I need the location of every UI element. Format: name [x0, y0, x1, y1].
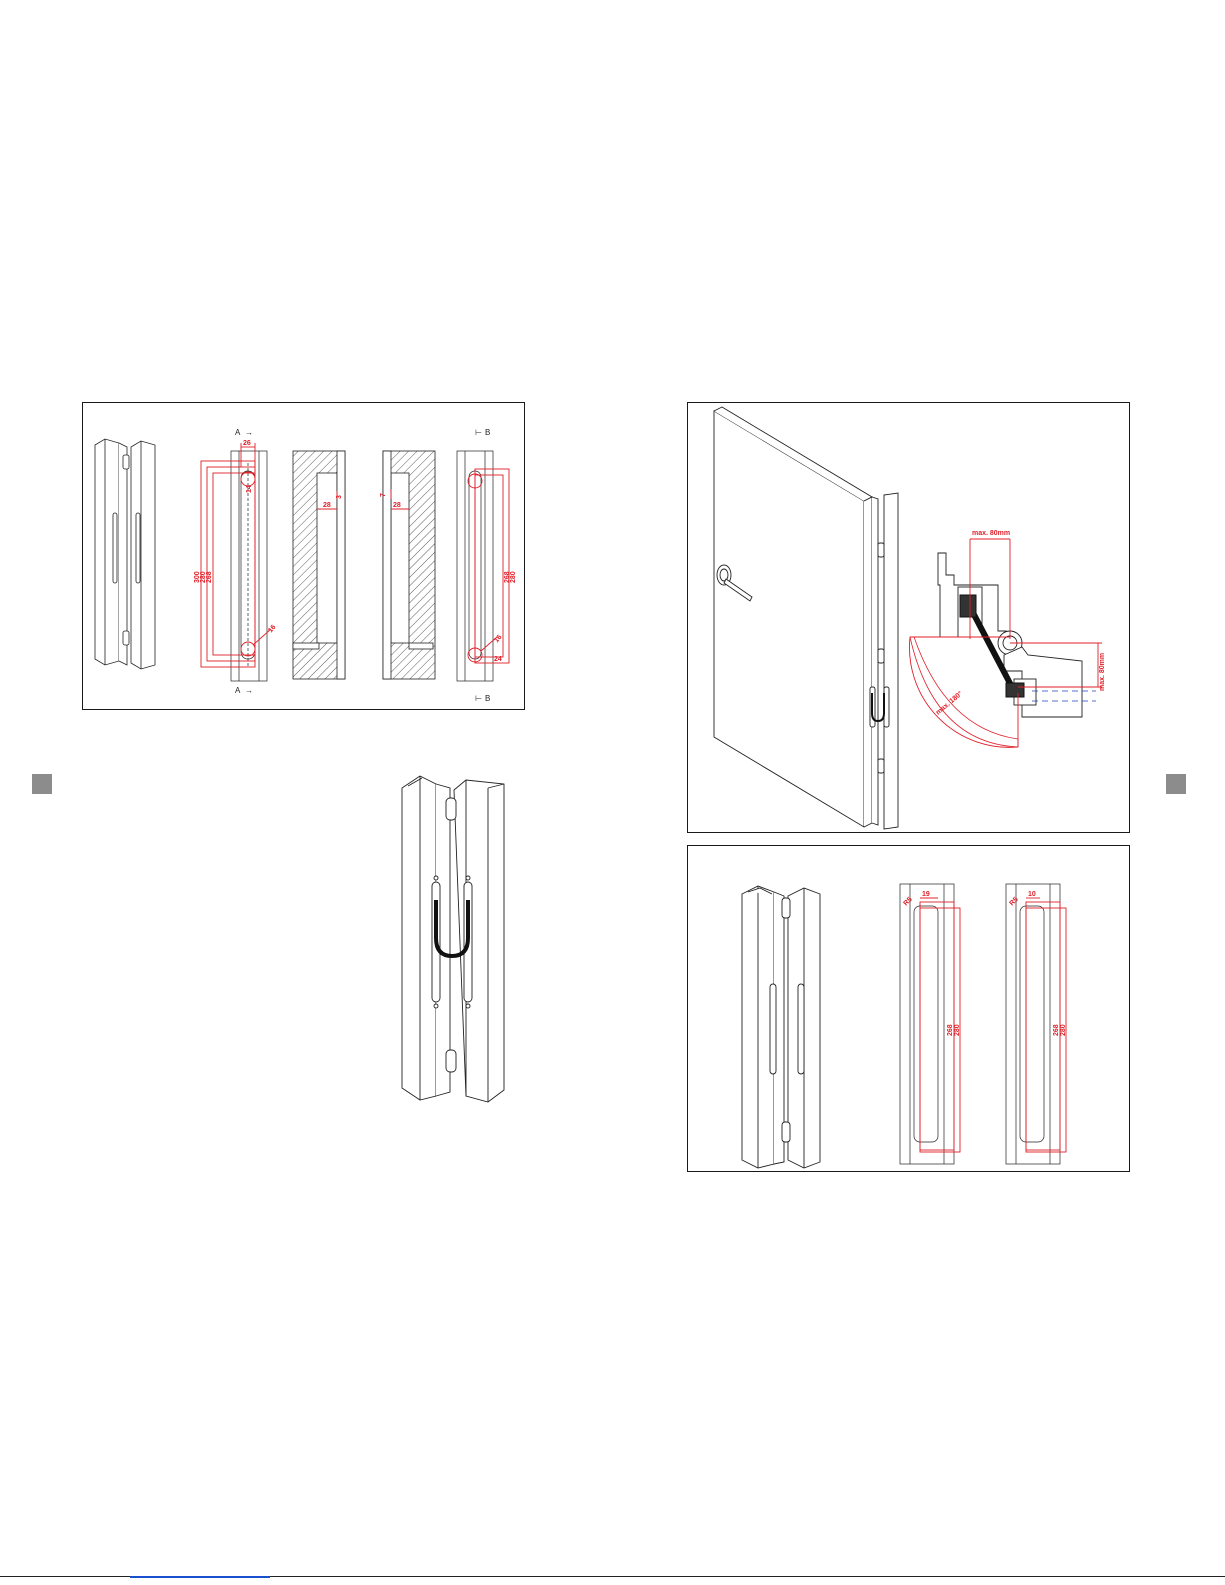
svg-text:→: → [245, 686, 253, 695]
hinge-profile-small [95, 439, 155, 669]
dim-280-left: 280 [954, 1024, 961, 1036]
dim-10: 10 [1028, 891, 1036, 898]
dim-19: 19 [922, 891, 930, 898]
max-80mm-side-label: max. 80mm [1099, 653, 1106, 691]
hinge-with-cable-figure [394, 770, 524, 1105]
hinge-with-cable-illustration [394, 770, 524, 1105]
svg-text:⊢: ⊢ [475, 428, 482, 437]
door-opening-diagram: max. 80mm max. 80mm max. 180° [688, 403, 1131, 834]
dim-14: 14 [246, 485, 253, 493]
section-b-label-bottom: B [485, 694, 490, 703]
dim-268: 268 [206, 571, 213, 583]
hinge-profile-frame [742, 886, 820, 1168]
frame-cutout-drawing: 19 R5 268 280 10 R5 268 280 [688, 846, 1131, 1173]
frame-cutout-panel: 19 R5 268 280 10 R5 268 280 [687, 845, 1130, 1172]
front-view-dimension-lines [201, 443, 271, 667]
section-a-label-top: A [235, 428, 241, 437]
page-marker-right [1166, 774, 1186, 794]
frame-view-left [900, 884, 954, 1164]
svg-text:⊢: ⊢ [475, 694, 482, 703]
side-view-b-dimension-lines [468, 469, 509, 663]
dim-28-right: 28 [393, 502, 401, 509]
hinge-cutout-drawing: A → A → 26 14 300 280 268 16 28 3 [83, 403, 526, 711]
max-80mm-top-label: max. 80mm [972, 530, 1010, 537]
dim-24: 24 [494, 656, 502, 663]
dim-radius-left: R5 [902, 896, 913, 907]
dim-width-26: 26 [243, 440, 251, 447]
section-b-label-top: B [485, 428, 490, 437]
dim-280-b: 280 [510, 571, 517, 583]
dim-radius-right: R5 [1008, 896, 1019, 907]
dim-3: 3 [336, 495, 343, 499]
page-marker-left [32, 774, 52, 794]
dim-280-right: 280 [1060, 1024, 1067, 1036]
dim-16-b: 16 [493, 634, 503, 645]
door-opening-panel: max. 80mm max. 80mm max. 180° [687, 402, 1130, 833]
dim-16: 16 [267, 624, 277, 635]
section-view-a [293, 451, 345, 679]
door-leaf [714, 407, 898, 829]
hinge-cutout-drawing-panel: A → A → 26 14 300 280 268 16 28 3 [82, 402, 525, 710]
svg-text:→: → [245, 428, 253, 437]
section-a-label-bottom: A [235, 686, 241, 695]
dim-28-left: 28 [323, 502, 331, 509]
dim-268-right: 268 [1053, 1024, 1060, 1036]
dim-7: 7 [380, 493, 387, 497]
frame-view-right [1006, 884, 1060, 1164]
footer-link-underline[interactable] [130, 1576, 270, 1578]
dim-268-left: 268 [947, 1024, 954, 1036]
section-view-b [383, 451, 435, 679]
